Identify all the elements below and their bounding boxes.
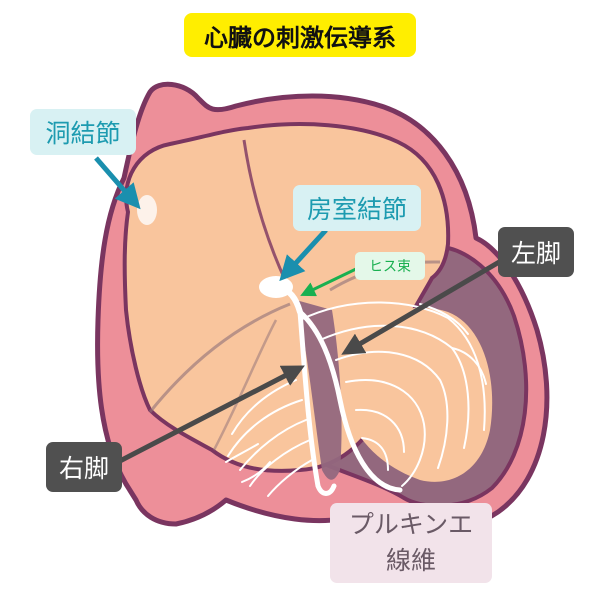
purkinje-label-line2: 線維 [385, 546, 436, 575]
sinoatrial-node-label: 洞結節 [30, 109, 136, 155]
left-bundle-branch-label: 左脚 [498, 227, 574, 277]
his-bundle-label: ヒス束 [355, 252, 425, 280]
arrow-left-branch [341, 255, 508, 355]
av-boundary-line [148, 302, 291, 413]
av-node-label: 房室結節 [293, 185, 421, 231]
sinoatrial-node [137, 195, 157, 225]
purkinje-fibers-label: プルキンエ 線維 [330, 503, 492, 583]
septum [296, 300, 342, 480]
conduction-bundles [275, 284, 403, 496]
arrow-right-branch [116, 365, 305, 465]
purkinje-label-line1: プルキンエ [348, 510, 474, 539]
right-bundle-branch-label: 右脚 [46, 442, 122, 492]
atrial-septum-line [242, 139, 288, 283]
arrow-sinoatrial [94, 156, 141, 210]
diagram-title: 心臓の刺激伝導系 [184, 13, 416, 57]
arrow-av-node [279, 228, 328, 282]
purkinje-fibers [225, 301, 487, 497]
arrow-his [300, 267, 357, 297]
ventricle-divider-line [212, 319, 278, 451]
